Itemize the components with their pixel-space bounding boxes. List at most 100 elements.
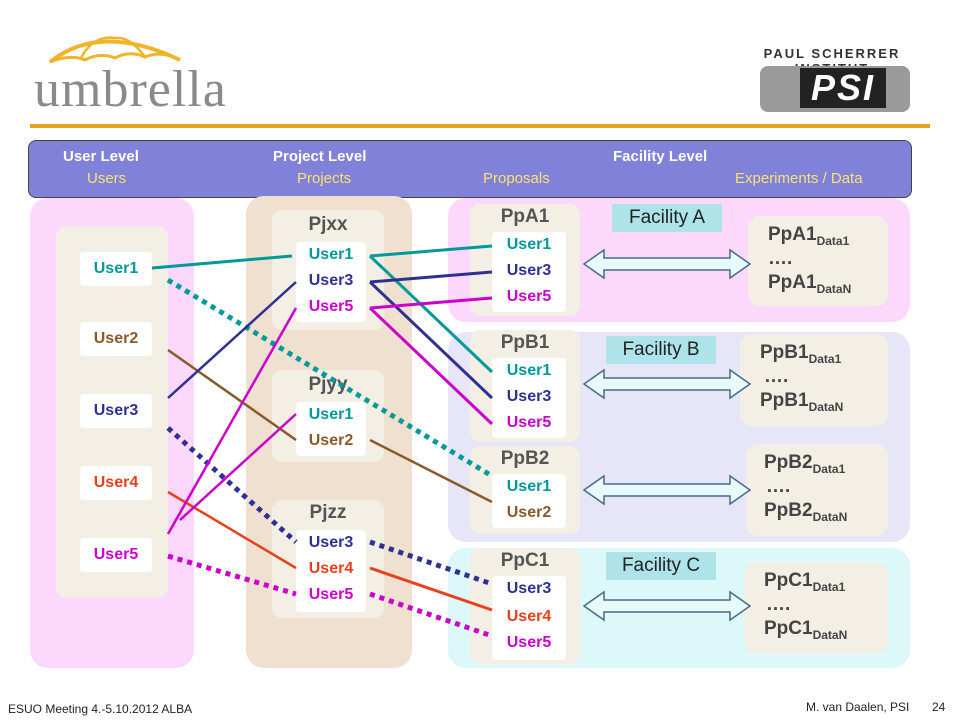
proposal-member: User3 [506,580,552,597]
dataset-name: PpA1 [768,272,817,293]
project-member: User4 [308,560,354,577]
facility-c-tag: Facility C [606,552,716,580]
dataset-first-sub: Data1 [816,233,850,248]
psi-mark: PSI [800,68,886,108]
dataset-last: PpB2DataN [764,500,847,524]
project-member: User1 [308,406,354,423]
proposal-member-list: User1 User2 [492,474,566,528]
dataset-first-sub: Data1 [812,579,846,594]
link-user3-pjxx [167,281,297,399]
user-chip-3[interactable]: User3 [80,394,152,428]
link-user5-pjyy [179,413,297,521]
dataset-first: PpC1Data1 [764,570,845,594]
user-chip-2[interactable]: User2 [80,322,152,356]
link-pjyy-ppb2-user2 [369,438,493,504]
double-arrow-b2 [582,474,752,506]
link-pjxx-ppa1-user1 [369,244,493,258]
proposal-member-list: User3 User4 User5 [492,576,566,660]
proposal-member: User1 [506,236,552,253]
footer-author: M. van Daalen, PSI [806,700,910,714]
dataset-ppc1[interactable]: PpC1Data1 …. PpC1DataN [744,562,888,654]
proposal-member-list: User1 User3 User5 [492,358,566,438]
umbrella-wordmark: umbrella [34,61,227,118]
dataset-first: PpB1Data1 [760,342,841,366]
dataset-ppa1[interactable]: PpA1Data1 …. PpA1DataN [748,216,888,306]
project-member: User2 [308,432,354,449]
project-member: User5 [308,586,354,603]
dataset-name: PpC1 [764,570,813,591]
dataset-last-sub: DataN [808,399,844,414]
dataset-name: PpA1 [768,224,817,245]
link-user5-pjxx [166,307,298,535]
project-title: Pjzz [309,502,347,523]
proposal-ppb2[interactable]: PpB2 User1 User2 [470,446,580,534]
project-level-label: Project Level [273,148,367,165]
facility-level-label: Facility Level [613,148,708,165]
proposal-ppa1[interactable]: PpA1 User1 User3 User5 [470,204,580,316]
project-member-list: User1 User3 User5 [296,242,366,322]
proposal-member: User5 [506,634,552,651]
proposal-ppb1[interactable]: PpB1 User1 User3 User5 [470,330,580,442]
users-label: Users [87,170,127,187]
project-member: User3 [308,272,354,289]
dataset-name: PpC1 [764,618,813,639]
psi-logo: PAUL SCHERRER INSTITUT PSI [738,46,926,116]
dataset-ppb1[interactable]: PpB1Data1 …. PpB1DataN [740,334,888,426]
link-user1-pjxx [151,254,293,270]
umbrella-canopy-icon [48,36,181,64]
dataset-ppb2[interactable]: PpB2Data1 …. PpB2DataN [746,444,888,536]
dataset-first: PpB2Data1 [764,452,845,476]
project-pjxx[interactable]: Pjxx User1 User3 User5 [272,210,384,330]
project-member: User3 [308,534,354,551]
dataset-last: PpC1DataN [764,618,847,642]
dataset-last-sub: DataN [816,281,852,296]
project-member-list: User1 User2 [296,402,366,456]
proposals-label: Proposals [483,170,550,187]
link-pjzz-ppc1-user5 [369,591,493,639]
double-arrow-b [582,368,752,400]
proposal-title: PpA1 [500,206,550,227]
link-user4-pjzz [167,490,297,570]
link-pjxx-ppb1-user3 [368,280,494,400]
facility-b-tag: Facility B [606,336,716,364]
user-chip-4[interactable]: User4 [80,466,152,500]
facility-a-tag: Facility A [612,204,722,232]
user-chip-5[interactable]: User5 [80,538,152,572]
psi-logo-plate: PSI [760,66,910,112]
project-member: User1 [308,246,354,263]
dataset-name: PpB1 [760,342,809,363]
project-member-list: User3 User4 User5 [296,530,366,612]
proposal-member: User5 [506,414,552,431]
link-pjxx-ppb1-user5 [368,306,494,426]
proposal-title: PpC1 [500,550,550,571]
double-arrow-c [582,590,752,622]
dataset-name: PpB2 [764,500,813,521]
footer-page-number: 24 [932,700,946,714]
double-arrow-a [582,248,752,280]
proposal-member-list: User1 User3 User5 [492,232,566,312]
link-user5-pjzz-dotted [167,553,297,597]
user-chip-1[interactable]: User1 [80,252,152,286]
proposal-member: User4 [506,608,552,625]
project-title: Pjyy [308,374,348,395]
link-pjzz-ppc1-user3 [369,539,493,587]
dataset-last-sub: DataN [812,627,848,642]
dataset-first-sub: Data1 [812,461,846,476]
link-pjxx-ppa1-user5 [369,296,493,310]
project-pjyy[interactable]: Pjyy User1 User2 [272,370,384,462]
proposal-member: User1 [506,362,552,379]
proposal-member: User3 [506,388,552,405]
project-pjzz[interactable]: Pjzz User3 User4 User5 [272,500,384,618]
dataset-last-sub: DataN [812,509,848,524]
umbrella-logo: umbrella [30,30,230,118]
link-user1-ppb2-dotted [166,277,494,479]
proposal-member: User3 [506,262,552,279]
projects-label: Projects [297,170,352,187]
proposal-ppc1[interactable]: PpC1 User3 User4 User5 [470,548,580,664]
dataset-name: PpB1 [760,390,809,411]
dataset-last: PpA1DataN [768,272,851,296]
proposal-member: User5 [506,288,552,305]
link-pjzz-ppc1-user4 [369,566,493,612]
link-pjxx-ppa1-user3 [369,270,493,284]
